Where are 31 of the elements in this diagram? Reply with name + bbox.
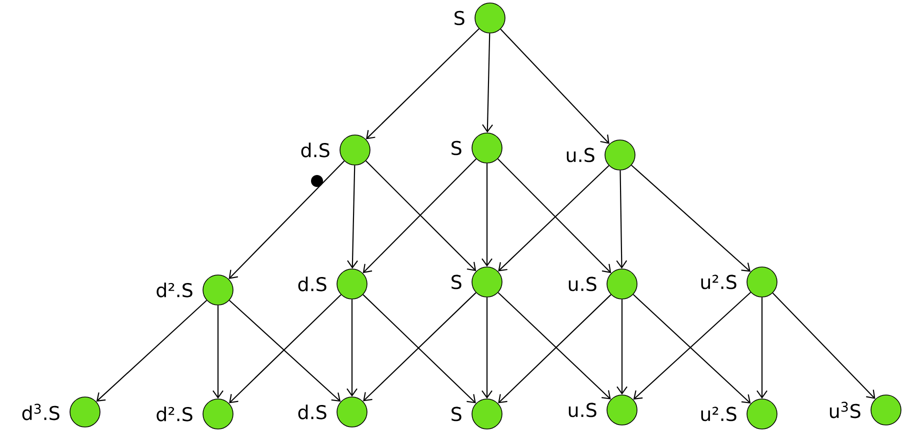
arrow: [482, 163, 492, 267]
node-label: d.S: [298, 276, 326, 292]
node-label: d.S: [301, 142, 330, 158]
arrow: [366, 28, 480, 140]
node-label: S: [452, 274, 462, 290]
arrow: [772, 292, 876, 399]
arrow: [631, 164, 751, 272]
arrow: [482, 297, 492, 399]
node-label: u.S: [566, 148, 594, 162]
node-label: d².S: [156, 406, 192, 422]
arrow: [346, 299, 358, 397]
arrow: [347, 165, 358, 269]
arrow: [616, 299, 628, 395]
arrow: [482, 33, 493, 133]
node-label: S: [452, 406, 462, 422]
arrow: [500, 28, 610, 144]
node-label: S: [452, 140, 462, 156]
arrow: [212, 305, 224, 399]
node-label: d.S: [298, 404, 326, 420]
node-label: S: [454, 10, 464, 26]
node-label: u$^{3}$S: [830, 402, 860, 418]
node-label: d².S: [156, 282, 192, 298]
node-label: u².S: [701, 274, 736, 290]
node-label: u².S: [701, 406, 736, 422]
node-label: d$^{3}$.S: [22, 404, 60, 420]
node-label: u.S: [568, 276, 596, 292]
node-label: u.S: [568, 402, 596, 418]
arrow: [616, 170, 628, 269]
arrow: [228, 160, 345, 279]
arrow: [756, 297, 768, 399]
arrow: [96, 300, 208, 402]
